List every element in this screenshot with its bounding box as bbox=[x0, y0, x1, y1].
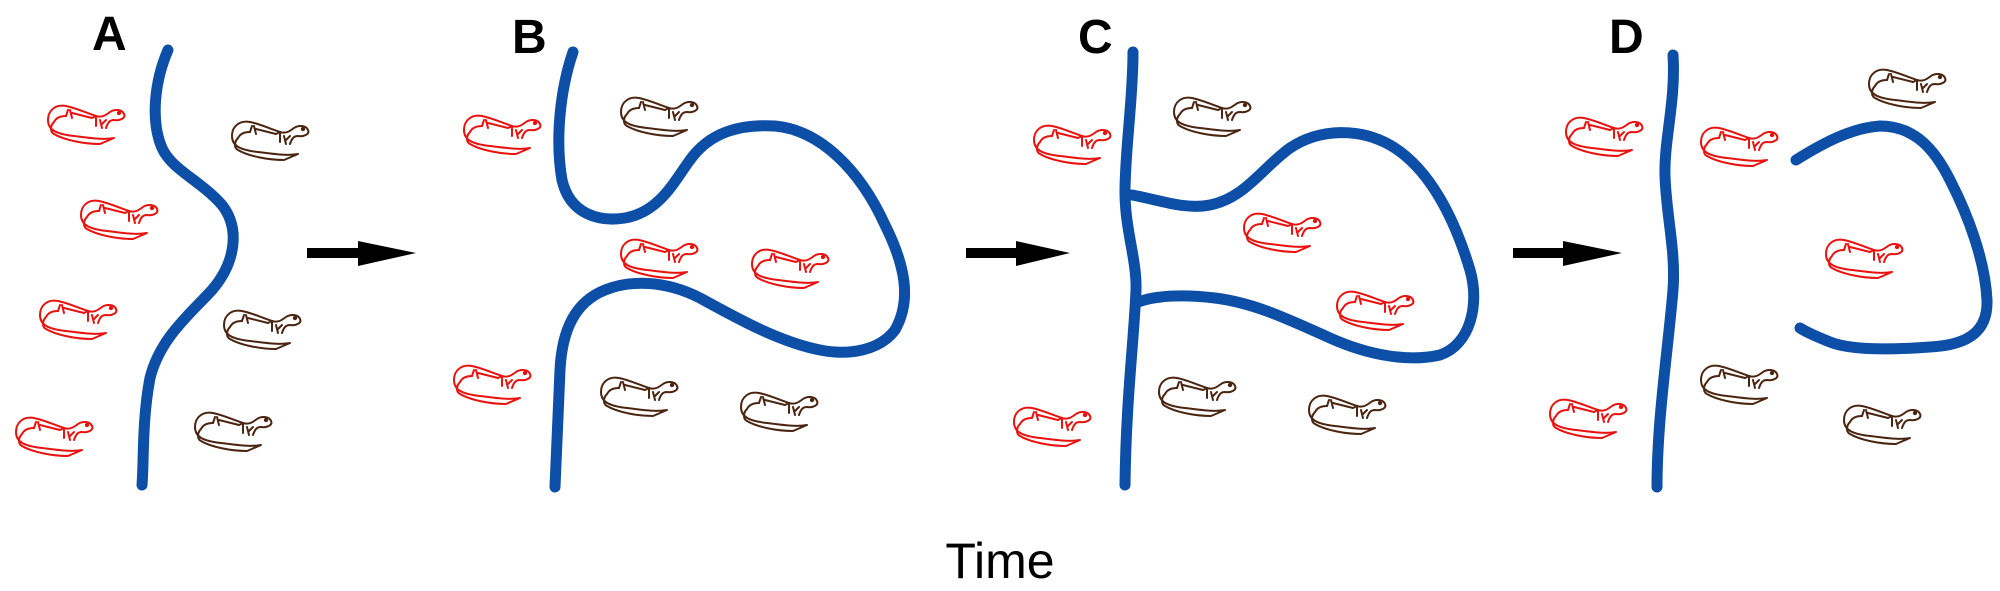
panel-d: D bbox=[1549, 11, 1993, 493]
salamander-icon bbox=[620, 96, 699, 137]
panel-label-b: B bbox=[512, 11, 547, 64]
salamander-icon bbox=[620, 238, 699, 279]
panel-label-a: A bbox=[92, 8, 127, 61]
panel-label-c: C bbox=[1078, 11, 1113, 64]
salamander-icon bbox=[1700, 364, 1779, 405]
time-label: Time bbox=[945, 533, 1054, 589]
salamander-icon bbox=[1843, 404, 1922, 445]
salamander-icon bbox=[1173, 96, 1252, 137]
river-b-upper bbox=[549, 46, 911, 493]
salamander-icon bbox=[1336, 290, 1415, 331]
river-c-main bbox=[1119, 46, 1142, 491]
river-c-loop bbox=[1126, 127, 1480, 364]
salamander-icon bbox=[1243, 212, 1322, 253]
salamander-icon bbox=[223, 309, 302, 350]
salamander-icon bbox=[15, 416, 94, 457]
salamander-icon bbox=[453, 364, 532, 405]
salamander-icon bbox=[1308, 394, 1387, 435]
salamander-icon bbox=[80, 199, 159, 240]
panel-label-d: D bbox=[1609, 11, 1644, 64]
salamander-icon bbox=[1013, 406, 1092, 447]
panel-c: C bbox=[1013, 11, 1480, 491]
salamander-icon bbox=[47, 104, 126, 145]
salamander-icon bbox=[1700, 126, 1779, 167]
panel-b: B bbox=[453, 11, 911, 493]
right-arrow-icon bbox=[307, 241, 416, 266]
salamander-icon bbox=[1549, 398, 1628, 439]
right-arrow-icon bbox=[966, 241, 1070, 266]
salamander-icon bbox=[1033, 124, 1112, 165]
river-a bbox=[136, 44, 239, 491]
salamander-icon bbox=[231, 120, 310, 161]
salamander-icon bbox=[39, 299, 118, 340]
salamander-icon bbox=[600, 376, 679, 417]
right-arrow-icon bbox=[1513, 241, 1622, 266]
salamander-icon bbox=[1565, 116, 1644, 157]
salamander-icon bbox=[751, 248, 830, 289]
salamander-icon bbox=[740, 391, 819, 432]
salamander-icon bbox=[1868, 68, 1947, 109]
panel-a: A bbox=[15, 8, 310, 491]
salamander-icon bbox=[463, 114, 542, 155]
salamander-icon bbox=[1825, 238, 1904, 279]
salamander-icon bbox=[1158, 376, 1237, 417]
oxbow-lake-d bbox=[1790, 120, 1993, 355]
salamander-icon bbox=[194, 411, 273, 452]
river-d-main bbox=[1651, 49, 1680, 493]
